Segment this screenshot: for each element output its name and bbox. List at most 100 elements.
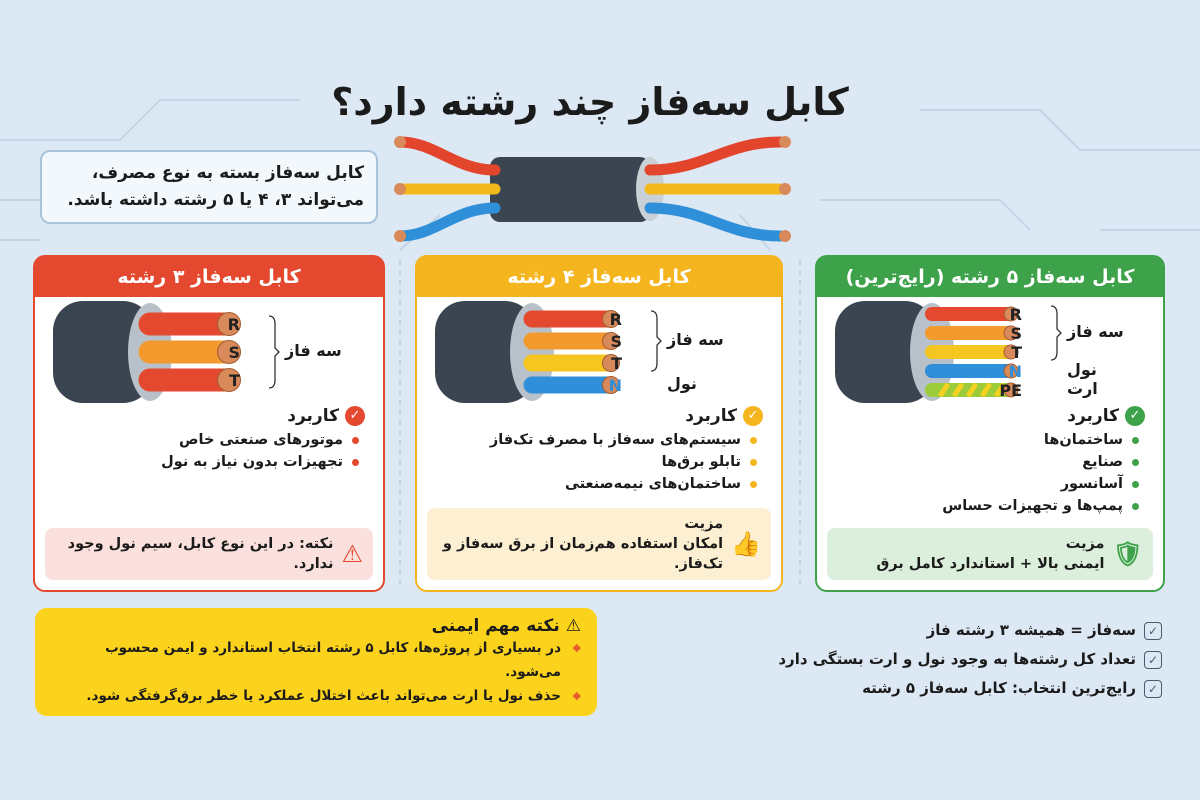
- summary-checklist: ✓سه‌فاز = همیشه ۳ رشته فاز ✓ تعداد کل رشت…: [760, 616, 1162, 703]
- wire-label: R: [1010, 305, 1022, 324]
- usage-item: ساختمان‌ها: [817, 429, 1139, 451]
- cable-jacket: [435, 301, 535, 403]
- safety-item: در بسیاری از پروژه‌ها، کابل ۵ رشته انتخا…: [51, 636, 581, 684]
- checklist-item: ✓ تعداد کل رشته‌ها به وجود نول و ارت بستگ…: [760, 645, 1162, 674]
- card-header: کابل سه‌فاز ۵ رشته (رایج‌ترین): [817, 257, 1163, 297]
- wire-label: T: [611, 354, 622, 373]
- checklist-text: تعداد کل رشته‌ها به وجود نول و ارت بستگی…: [778, 650, 1136, 668]
- copper-end: [602, 376, 620, 394]
- wire-label: S: [1010, 324, 1022, 343]
- usage-item: تجهیزات بدون نیاز به نول: [35, 451, 359, 473]
- usage-item: صنایع: [817, 451, 1139, 473]
- copper-end: [217, 340, 241, 364]
- usage-heading: ✓ کاربرد: [817, 405, 1163, 427]
- wire: [644, 136, 786, 176]
- safety-item: حذف نول یا ارت می‌تواند باعث اختلال عملک…: [51, 684, 581, 708]
- usage-heading: ✓ کاربرد: [35, 405, 383, 427]
- check-circle-icon: ✓: [1125, 406, 1145, 426]
- checkbox-icon: ✓: [1144, 650, 1162, 669]
- earth-stripe: [937, 382, 951, 398]
- copper-end: [779, 230, 791, 242]
- cable-cross-section: RST: [53, 301, 280, 403]
- copper-end: [1003, 363, 1019, 379]
- usage-item: تابلو برق‌ها: [417, 451, 757, 473]
- card-note: ⚠نکته: در این نوع کابل، سیم نول وجود ندا…: [45, 528, 373, 580]
- usage-item: سیستم‌های سه‌فاز با مصرف تک‌فاز: [417, 429, 757, 451]
- neutral-label: نول: [667, 374, 697, 393]
- copper-end: [1003, 306, 1019, 322]
- wire-label: R: [228, 315, 240, 334]
- wire-label: N: [609, 376, 622, 395]
- safety-title: نکته مهم ایمنی: [431, 616, 560, 636]
- wire-label: S: [228, 343, 240, 362]
- wire-label: T: [229, 371, 240, 390]
- intro-line: کابل سه‌فاز بسته به نوع مصرف،: [91, 163, 364, 183]
- note-text: امکان استفاده هم‌زمان از برق سه‌فاز و تک…: [442, 536, 724, 572]
- checklist-text: رایج‌ترین انتخاب: کابل سه‌فاز ۵ رشته: [862, 679, 1136, 697]
- earth-stripe: [979, 382, 993, 398]
- usage-heading: ✓ کاربرد: [417, 405, 781, 427]
- earth-label: ارت: [1067, 379, 1098, 398]
- earth-stripe: [993, 382, 1007, 398]
- phase-brace: [1050, 305, 1062, 361]
- copper-end: [779, 136, 791, 148]
- cable-jacket: [53, 301, 153, 403]
- note-text: نکته: در این نوع کابل، سیم نول وجود ندار…: [67, 536, 334, 572]
- copper-end: [394, 230, 406, 242]
- phase-brace: [650, 310, 662, 372]
- wire-label: R: [610, 310, 622, 329]
- wire-label: PE: [999, 381, 1022, 400]
- checkbox-icon: ✓: [1144, 679, 1162, 698]
- usage-title: کاربرد: [287, 406, 339, 426]
- phase-label: سه فاز: [667, 330, 724, 349]
- usage-title: کاربرد: [685, 406, 737, 426]
- phase-label: سه فاز: [285, 341, 342, 360]
- page-title: کابل سه‌فاز چند رشته دارد؟: [331, 80, 849, 124]
- earth-stripe: [951, 382, 965, 398]
- copper-end: [1003, 382, 1019, 398]
- intro-line: می‌تواند ۳، ۴ یا ۵ رشته داشته باشد.: [67, 190, 364, 210]
- check-circle-icon: ✓: [743, 406, 763, 426]
- copper-end: [602, 310, 620, 328]
- checkbox-icon: ✓: [1144, 621, 1162, 640]
- copper-end: [1003, 344, 1019, 360]
- usage-item: پمپ‌ها و تجهیزات حساس: [817, 495, 1139, 517]
- usage-item: موتورهای صنعتی خاص: [35, 429, 359, 451]
- phase-brace: [268, 315, 280, 389]
- wire-label: S: [610, 332, 622, 351]
- note-title: مزیت: [1065, 536, 1105, 552]
- note-text: ایمنی بالا + استاندارد کامل برق: [876, 556, 1105, 572]
- cable-jacket: [490, 157, 650, 222]
- card-header: کابل سه‌فاز ۴ رشته: [417, 257, 781, 297]
- earth-stripe: [965, 382, 979, 398]
- shield-check-icon: 🛡: [1112, 540, 1143, 568]
- copper-end: [602, 332, 620, 350]
- wire-label: T: [1011, 343, 1022, 362]
- usage-title: کاربرد: [1067, 406, 1119, 426]
- wire: [394, 136, 501, 176]
- neutral-label: نول: [1067, 360, 1097, 379]
- note-title: مزیت: [684, 516, 724, 532]
- check-circle-icon: ✓: [345, 406, 365, 426]
- copper-end: [394, 183, 406, 195]
- copper-end: [217, 368, 241, 392]
- usage-item: آسانسور: [817, 473, 1139, 495]
- card-note: 🛡 مزیت ایمنی بالا + استاندارد کامل برق: [827, 528, 1153, 580]
- wire: [394, 202, 501, 242]
- checklist-item: ✓سه‌فاز = همیشه ۳ رشته فاز: [760, 616, 1162, 645]
- wire: [644, 202, 786, 242]
- copper-end: [602, 354, 620, 372]
- copper-end: [779, 183, 791, 195]
